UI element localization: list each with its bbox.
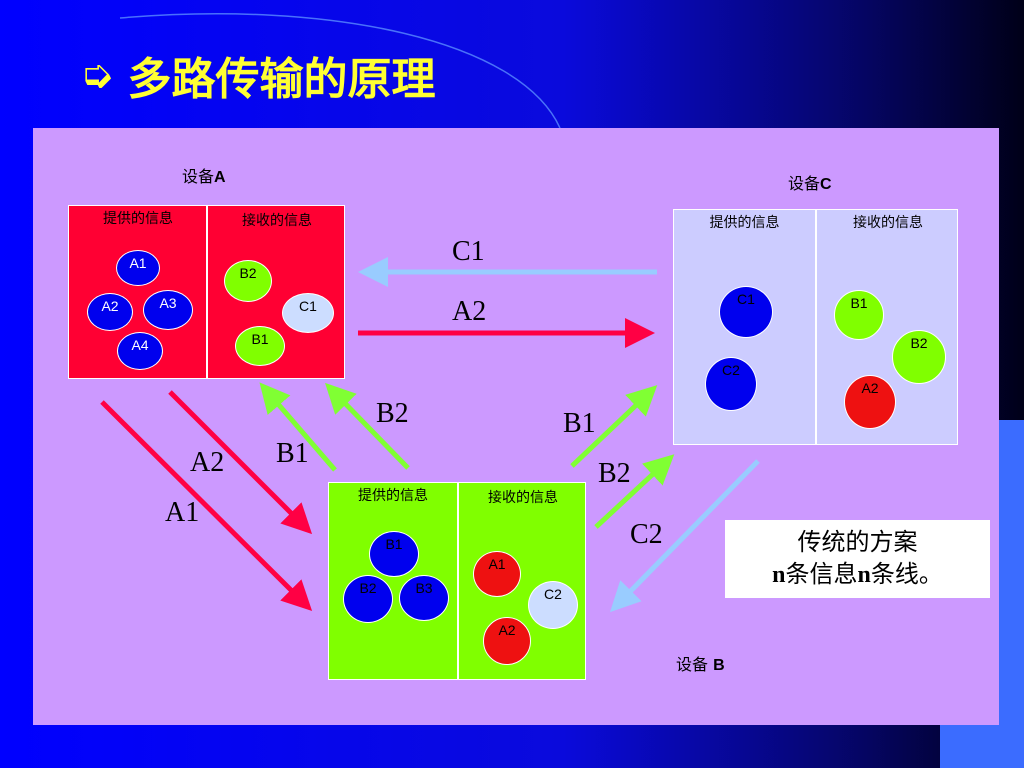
device-b-label-prefix: 设备 xyxy=(676,655,714,674)
device-c-divider xyxy=(815,210,817,444)
ball-b2: B2 xyxy=(892,330,946,384)
ball-label: A2 xyxy=(498,622,516,638)
note-line2: n条信息n条线。 xyxy=(725,558,990,591)
ball-b2: B2 xyxy=(224,260,272,302)
note-end: 条线。 xyxy=(870,560,943,588)
device-b-received-title: 接收的信息 xyxy=(488,490,558,506)
ball-a2: A2 xyxy=(844,375,896,429)
ball-a2: A2 xyxy=(87,293,133,331)
device-c-provided: 提供的信息 xyxy=(674,210,815,444)
device-c-received-title: 接收的信息 xyxy=(853,215,923,231)
ball-a4: A4 xyxy=(117,332,163,370)
ball-c1: C1 xyxy=(719,286,773,338)
ball-b1: B1 xyxy=(369,531,419,577)
ball-label: B2 xyxy=(359,580,377,596)
device-c-provided-title: 提供的信息 xyxy=(709,215,780,231)
slide-title: ➭ 多路传输的原理 xyxy=(80,40,436,110)
device-c-box: 提供的信息 接收的信息 C1 C2 B1 B2 A2 xyxy=(673,209,958,445)
device-b-divider xyxy=(457,483,459,679)
ball-a3: A3 xyxy=(143,290,193,330)
ball-c2: C2 xyxy=(528,581,578,629)
label-c-to-b: C2 xyxy=(630,519,663,550)
label-c-to-a: C1 xyxy=(452,236,485,267)
ball-label: B2 xyxy=(910,335,928,351)
device-a-received: 接收的信息 xyxy=(208,206,346,378)
device-c-label-prefix: 设备 xyxy=(788,174,821,193)
device-a-box: 提供的信息 接收的信息 A1 A2 A3 A4 B2 C1 B1 xyxy=(68,205,345,379)
device-c-label-letter: C xyxy=(820,176,832,193)
label-b-to-c-b2: B2 xyxy=(598,458,631,489)
label-b-to-a-b1: B1 xyxy=(276,438,309,469)
note-n2: n xyxy=(857,562,871,588)
device-a-provided: 提供的信息 xyxy=(69,206,207,378)
ball-c1: C1 xyxy=(282,293,334,333)
device-a-label-prefix: 设备 xyxy=(182,167,215,186)
device-c-received: 接收的信息 xyxy=(817,210,959,444)
label-a-to-b-a2: A2 xyxy=(190,447,225,478)
ball-label: B1 xyxy=(385,536,403,552)
ball-label: A3 xyxy=(159,295,177,311)
device-c-label: 设备C xyxy=(788,170,832,194)
ball-b2: B2 xyxy=(343,575,393,623)
device-a-provided-title: 提供的信息 xyxy=(103,211,173,227)
ball-a1: A1 xyxy=(116,250,160,286)
ball-label: B2 xyxy=(239,265,257,281)
device-b-provided: 提供的信息 xyxy=(329,483,457,679)
device-b-box: 提供的信息 接收的信息 B1 B2 B3 A1 C2 A2 xyxy=(328,482,586,680)
device-a-label: 设备A xyxy=(182,163,226,187)
ball-label: B1 xyxy=(850,295,868,311)
ball-b1: B1 xyxy=(235,326,285,366)
ball-label: A4 xyxy=(131,337,149,353)
ball-label: C1 xyxy=(299,298,317,314)
arrow-bullet-icon: ➭ xyxy=(80,52,114,98)
label-b-to-c-b1: B1 xyxy=(563,408,596,439)
ball-label: C1 xyxy=(737,291,755,307)
ball-label: A2 xyxy=(861,380,879,396)
device-b-label: 设备 B xyxy=(676,651,725,675)
ball-label: B1 xyxy=(251,331,269,347)
label-a-to-b-a1: A1 xyxy=(165,497,200,528)
note-n1: n xyxy=(772,562,786,588)
ball-label: A2 xyxy=(101,298,119,314)
ball-a2: A2 xyxy=(483,617,531,665)
device-b-provided-title: 提供的信息 xyxy=(358,488,428,504)
label-a-to-c: A2 xyxy=(452,296,487,327)
ball-label: A1 xyxy=(129,255,147,271)
ball-label: B3 xyxy=(415,580,433,596)
device-b-label-letter: B xyxy=(713,657,725,674)
device-a-received-title: 接收的信息 xyxy=(242,213,312,229)
device-a-label-letter: A xyxy=(214,169,226,186)
ball-b3: B3 xyxy=(399,575,449,621)
note-mid: 条信息 xyxy=(785,560,858,588)
device-a-divider xyxy=(206,206,208,378)
device-b-received: 接收的信息 xyxy=(459,483,587,679)
title-text: 多路传输的原理 xyxy=(127,54,436,105)
ball-a1: A1 xyxy=(473,551,521,597)
note-line1: 传统的方案 xyxy=(797,528,918,556)
ball-label: C2 xyxy=(544,586,562,602)
label-b-to-a-b2: B2 xyxy=(376,398,409,429)
ball-b1: B1 xyxy=(834,290,884,340)
ball-c2: C2 xyxy=(705,357,757,411)
traditional-note: 传统的方案 n条信息n条线。 xyxy=(725,520,990,598)
ball-label: C2 xyxy=(722,362,740,378)
ball-label: A1 xyxy=(488,556,506,572)
